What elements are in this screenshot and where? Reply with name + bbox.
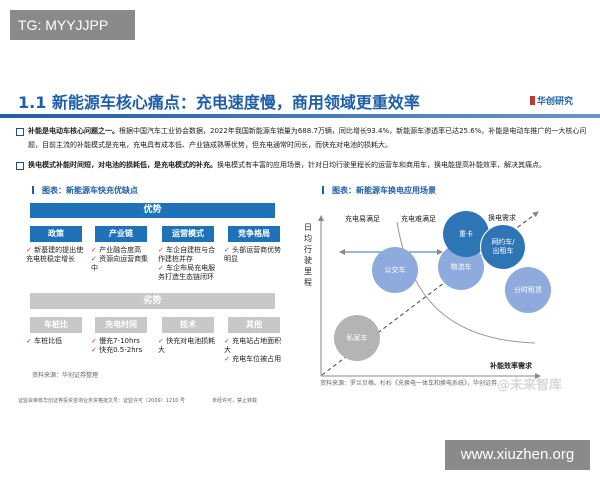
left-source: 资料来源：华创证券整理	[32, 372, 99, 379]
bubble-label: 重卡	[459, 229, 473, 238]
logo-mark-icon	[530, 96, 535, 105]
advantages-category: 产业链	[95, 226, 147, 242]
right-source: 资料来源：罗兰贝格、杉杉《充换电一体车和换电系统》，华创证券	[320, 380, 498, 387]
disadvantages-category: 其他	[228, 317, 280, 333]
disadvantages-band: 劣势	[30, 294, 275, 309]
bubble-label: 公交车	[384, 265, 406, 274]
check-item: 充电站占地面积大	[224, 337, 282, 355]
advantages-items: 新基建的提出使充电桩稳定增长	[26, 246, 84, 264]
slide-title: 1.1 新能源车核心痛点：充电速度慢，商用领域更重效率	[18, 93, 420, 112]
trend-label: 换电需求	[488, 214, 516, 222]
x-axis-label: 补能效率需求	[490, 362, 532, 370]
advantages-category: 运营模式	[162, 226, 214, 242]
region-right-label: 充电难满足	[401, 215, 436, 223]
bubble: 公交车	[372, 247, 418, 293]
check-item: 车企自建桩与合作建桩并存	[158, 246, 216, 264]
check-item: 新基建的提出使充电桩稳定增长	[26, 246, 84, 264]
check-item: 资源向运营商集中	[91, 255, 149, 273]
left-chart-title: 图表：新能源车快充优缺点	[32, 185, 138, 196]
title-divider	[0, 114, 600, 118]
footer-left: 证监会审核华创证券投资咨询业务资格批文号：证监许可（2009）1210 号	[18, 398, 186, 404]
advantages-items: 头部运营商优势明显	[224, 246, 282, 264]
bubble-label: 网约车/出租车	[491, 238, 515, 255]
disadvantages-items: 车桩比低	[26, 337, 84, 346]
advantages-band: 优势	[30, 203, 275, 218]
check-item: 车桩比低	[26, 337, 84, 346]
disadvantages-items: 快充对电池损耗大	[158, 337, 216, 355]
check-item: 快充对电池损耗大	[158, 337, 216, 355]
tg-label: TG: MYYJJPP	[10, 10, 135, 40]
watermark-text: @未来智库	[497, 378, 563, 393]
disadvantages-category: 车桩比	[30, 317, 82, 333]
disadvantages-items: 充电站占地面积大充电车位被占用	[224, 337, 282, 364]
bubble: 分时租赁	[505, 267, 551, 313]
logo-text: 华创研究	[537, 97, 574, 107]
region-left-label: 充电易满足	[345, 215, 380, 223]
site-watermark: www.xiuzhen.org	[445, 440, 590, 470]
right-chart-title: 图表：新能源车换电应用场景	[322, 185, 436, 196]
bullet-2: 换电模式补能时间短，对电池的损耗低，是充电模式的补充。换电模式有丰富的应用场景，…	[14, 158, 592, 172]
divider	[30, 293, 275, 294]
check-item: 慢充7-10hrs	[91, 337, 149, 346]
check-item: 充电车位被占用	[224, 355, 282, 364]
bubble-label: 私家车	[346, 333, 368, 342]
advantages-category: 竞争格局	[228, 226, 280, 242]
bullet-text: 换电模式有丰富的应用场景，针对日均行驶里程长的运营车和商用车，换电能提高补能效率…	[217, 161, 546, 169]
bullet-bold: 补能是电动车核心问题之一。	[28, 127, 119, 135]
advantages-items: 产业融合度高资源向运营商集中	[91, 246, 149, 273]
y-axis-label: 日均行驶里程	[304, 223, 312, 287]
bullet-text: 根据中国汽车工业协会数据，2022年我国新能源车销量为688.7万辆，同比增长9…	[28, 127, 587, 149]
check-item: 车企布局充电服务打造生态链闭环	[158, 264, 216, 282]
footer-right: 未经许可，禁止转载	[212, 398, 258, 404]
bullet-bold: 换电模式补能时间短，对电池的损耗低，是充电模式的补充。	[28, 161, 217, 169]
check-item: 产业融合度高	[91, 246, 149, 255]
bubble-label: 分时租赁	[514, 285, 542, 294]
advantages-items: 车企自建桩与合作建桩并存车企布局充电服务打造生态链闭环	[158, 246, 216, 282]
bubble: 私家车	[334, 315, 380, 361]
advantages-category: 政策	[30, 226, 82, 242]
disadvantages-category: 充电时间	[95, 317, 147, 333]
check-item: 快充0.5-2hrs	[91, 346, 149, 355]
logo: 华创研究	[530, 94, 573, 107]
bullet-1: 补能是电动车核心问题之一。根据中国汽车工业协会数据，2022年我国新能源车销量为…	[14, 124, 592, 152]
disadvantages-items: 慢充7-10hrs快充0.5-2hrs	[91, 337, 149, 355]
check-item: 头部运营商优势明显	[224, 246, 282, 264]
bubble-label: 物流车	[450, 262, 472, 271]
disadvantages-category: 技术	[162, 317, 214, 333]
bubble: 网约车/出租车	[480, 224, 526, 270]
